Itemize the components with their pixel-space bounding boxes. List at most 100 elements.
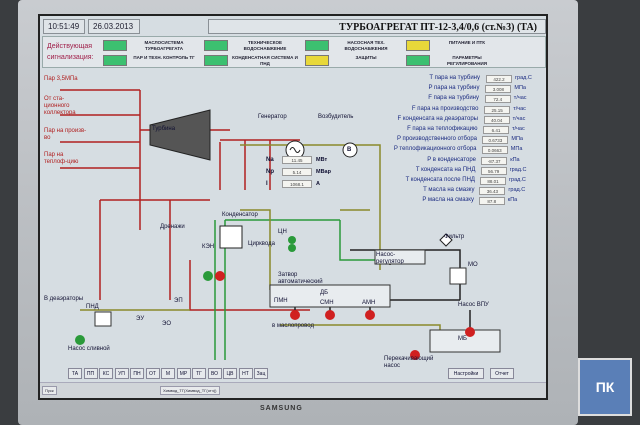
- param-name: T конденсата после ПНД: [405, 177, 475, 183]
- nav-button-7[interactable]: МР: [176, 368, 191, 379]
- diagram-label-condenser: Конденсатор: [222, 212, 258, 218]
- alarm-item[interactable]: ТЕХНИЧЕСКОЕ ВОДОСНАБЖЕНИЕ: [202, 39, 300, 53]
- diagram-label-turbine: Турбина: [152, 126, 176, 132]
- diagram-label-pmn: ПМН: [274, 298, 288, 304]
- diagram-label-transfer-pump: Перекачивающий насос: [384, 356, 434, 369]
- exciter-symbol: В: [347, 147, 352, 153]
- param-value: 56.79: [480, 166, 507, 175]
- param-unit: т/час: [513, 105, 526, 112]
- diagram-label-to-ground: в маслопровод: [272, 323, 314, 329]
- param-name: F пара на теплофикацию: [407, 126, 478, 132]
- gen-param-unit: МВар: [316, 169, 331, 175]
- alarm-item-label: ЗАЩИТЫ: [355, 55, 377, 60]
- alarm-item[interactable]: ЗАЩИТЫ: [303, 54, 401, 68]
- gen-param-name: I: [266, 181, 268, 187]
- alarm-item-label: ТЕХНИЧЕСКОЕ ВОДОСНАБЖЕНИЕ: [243, 40, 287, 51]
- diagram-label-deaerators: В деаэраторы: [44, 296, 84, 302]
- pnd-heater: [94, 311, 112, 327]
- clock: 10:51:49: [43, 19, 85, 34]
- diagram-label-shutter: Затвор автоматический: [278, 272, 323, 285]
- param-unit: МПа: [510, 146, 523, 153]
- nav-button-1[interactable]: ПП: [83, 368, 98, 379]
- nav-button-6[interactable]: М: [161, 368, 175, 379]
- nav-button-8[interactable]: ТГ: [192, 368, 206, 379]
- alarm-item[interactable]: ПАР И ТЕХН. КОНТРОЛЬ ТГ: [101, 54, 199, 68]
- param-value: 3.008: [485, 85, 512, 94]
- alarm-indicator: [103, 55, 127, 66]
- alarm-item-label: ПИТАНИЕ И ПТК: [448, 40, 486, 45]
- alarm-label: Действующая сигнализация:: [47, 43, 94, 61]
- diagram-label-db: ДБ: [320, 290, 329, 296]
- param-value: 6.41: [483, 126, 509, 134]
- param-unit: т/час: [513, 95, 527, 102]
- diagram-label-amn: АМН: [362, 300, 376, 306]
- report-button[interactable]: Отчет: [490, 368, 514, 379]
- alarm-indicator: [406, 55, 430, 66]
- diagram-label-to-heating: Пар на теплоф-цию: [44, 152, 79, 165]
- scada-screen: 10:51:49 26.03.2013 ТУРБОАГРЕГАТ ПТ-12-3…: [38, 14, 548, 400]
- nav-button-3[interactable]: УП: [114, 368, 129, 379]
- alarm-item[interactable]: НАСОСНАЯ ТЕХ. ВОДОСНАБЖЕНИЯ: [303, 39, 401, 53]
- alarm-item[interactable]: КОНДЕНСАТНАЯ СИСТЕМА И ПНД: [202, 54, 300, 68]
- nav-button-9[interactable]: ВО: [207, 368, 222, 379]
- param-name: P производственного отбора: [396, 136, 477, 143]
- mb-tank: [429, 329, 501, 353]
- param-unit: кПа: [510, 156, 520, 163]
- start-button[interactable]: Пуск: [42, 386, 57, 395]
- alarm-indicator: [406, 40, 430, 51]
- diagram-label-pnd: ПНД: [86, 304, 99, 310]
- param-unit: МПа: [511, 136, 523, 143]
- alarm-item[interactable]: ПАРАМЕТРЫ РЕГУЛИРОВАНИЯ: [404, 54, 502, 68]
- diagram-label-mb: МБ: [458, 336, 467, 342]
- settings-button[interactable]: Настройки: [448, 368, 484, 379]
- process-diagram: [60, 89, 501, 360]
- diagram-label-generator: Генератор: [258, 114, 287, 120]
- mo-cooler: [449, 267, 467, 285]
- alarm-indicator: [204, 40, 228, 51]
- alarm-item[interactable]: МАСЛОСИСТЕМА ТУРБОАГРЕГАТА: [101, 39, 199, 53]
- nav-button-12[interactable]: Зац: [254, 368, 268, 379]
- param-name: T пара на турбину: [429, 75, 480, 81]
- gen-param-value: 1068.1: [282, 180, 312, 188]
- diagram-label-exciter: Возбудитель: [318, 114, 354, 120]
- param-name: F пара на производство: [411, 105, 479, 112]
- nav-button-0[interactable]: ТА: [68, 368, 82, 379]
- filter-icon: [439, 233, 453, 247]
- alarm-item[interactable]: ПИТАНИЕ И ПТК: [404, 39, 502, 53]
- diagram-label-drain-pump: Насос сливной: [68, 346, 110, 352]
- nav-button-10[interactable]: ЦВ: [223, 368, 237, 379]
- alarm-indicator: [305, 40, 329, 51]
- alarm-panel: Действующая сигнализация: МАСЛОСИСТЕМА Т…: [42, 36, 546, 68]
- param-unit: град.С: [515, 75, 532, 81]
- logo: ПК: [578, 358, 632, 416]
- alarm-item-label: МАСЛОСИСТЕМА ТУРБОАГРЕГАТА: [144, 40, 184, 51]
- diagram-label-eo: ЭО: [162, 321, 171, 327]
- diagram-label-vpu-pump: Насос ВПУ: [458, 302, 489, 308]
- param-name: T масла на смазку: [423, 187, 475, 194]
- diagram-label-filter: Фильтр: [444, 234, 465, 240]
- taskbar-window[interactable]: Химвод_ТГ(Химвод_ТГ(отч)): [160, 386, 220, 395]
- param-unit: МПа: [514, 85, 526, 92]
- param-value: 72.4: [484, 95, 511, 104]
- diagram-label-to-production: Пар на произв-во: [44, 128, 87, 141]
- alarm-item-label: ПАРАМЕТРЫ РЕГУЛИРОВАНИЯ: [446, 55, 487, 66]
- condenser-icon: [219, 225, 243, 249]
- alarm-item-label: ПАР И ТЕХН. КОНТРОЛЬ ТГ: [133, 55, 195, 60]
- exciter-icon: [342, 142, 358, 158]
- nav-button-2[interactable]: КС: [99, 368, 113, 379]
- gen-param-name: Np: [266, 169, 274, 175]
- alarm-item-label: НАСОСНАЯ ТЕХ. ВОДОСНАБЖЕНИЯ: [344, 40, 388, 51]
- nav-button-11[interactable]: НТ: [238, 368, 253, 379]
- param-value: 0.6733: [482, 136, 509, 145]
- param-unit: град.С: [509, 177, 526, 183]
- nav-button-4[interactable]: ПН: [130, 368, 144, 379]
- param-value: 25.15: [484, 105, 511, 114]
- nav-button-5[interactable]: ОТ: [145, 368, 160, 379]
- monitor-brand: SAMSUNG: [260, 405, 303, 412]
- param-unit: т/час: [512, 115, 526, 122]
- diagram-label-steam-in: Пар 3,5МПа: [44, 76, 78, 82]
- gen-param-unit: А: [316, 181, 320, 187]
- db-tank: [269, 284, 391, 308]
- diagram-label-ey: ЭУ: [136, 316, 145, 322]
- alarm-indicator: [305, 55, 329, 66]
